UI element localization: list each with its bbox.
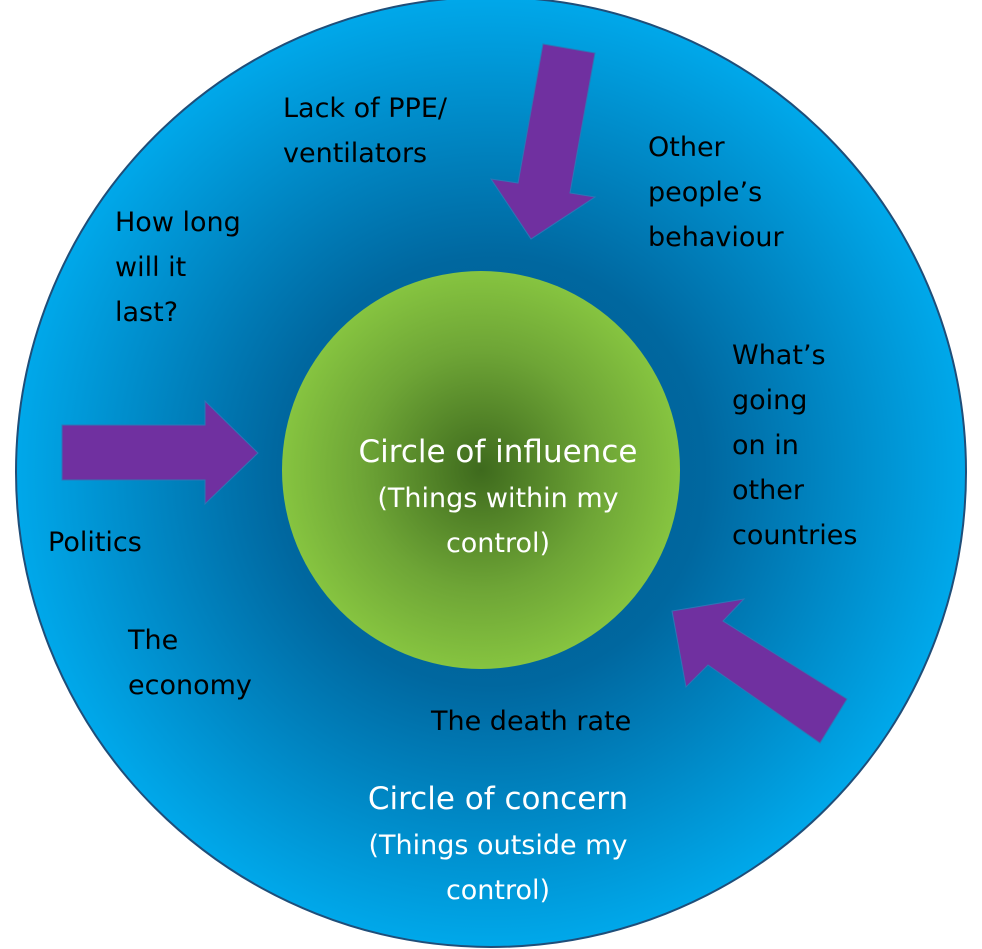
concern-how-long-label: How long will it last? — [115, 207, 241, 328]
concern-subtitle-1: (Things outside my — [368, 830, 628, 861]
influence-title: Circle of influence — [358, 434, 638, 470]
circle-of-concern-label: Circle of concern (Things outside my con… — [318, 776, 678, 913]
concern-behaviour-label: Other people’s behaviour — [648, 132, 784, 253]
concern-subtitle-2: control) — [445, 875, 551, 906]
influence-subtitle-1: (Things within my — [377, 483, 619, 514]
circle-of-influence — [282, 271, 680, 669]
concern-death-rate-label: The death rate — [431, 706, 632, 737]
concern-politics-label: Politics — [48, 527, 142, 558]
concern-economy-label: The economy — [128, 625, 252, 701]
concern-ppe-label: Lack of PPE/ ventilators — [283, 93, 447, 169]
arrow-top — [489, 43, 597, 240]
circle-of-influence-label: Circle of influence (Things within my co… — [318, 429, 678, 566]
arrow-bottom-right — [671, 598, 848, 744]
influence-subtitle-2: control) — [445, 528, 551, 559]
concern-other-countries-label: What’s going on in other countries — [732, 340, 858, 551]
concern-title: Circle of concern — [367, 781, 629, 817]
arrow-left — [61, 399, 259, 506]
